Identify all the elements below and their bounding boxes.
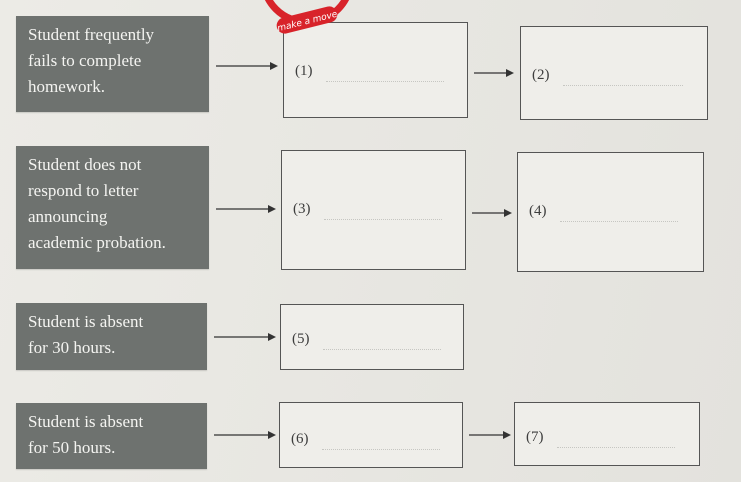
arrow-icon (214, 431, 276, 439)
blank-number: (6) (291, 431, 309, 447)
cause-text-line: Student frequently (28, 25, 155, 44)
cause-text-line: Student is absent (28, 412, 144, 431)
arrow-icon (216, 62, 278, 70)
answer-box-4[interactable]: (4) (517, 152, 704, 272)
arrow-icon (469, 431, 511, 439)
answer-box-6[interactable]: (6) (279, 402, 463, 468)
answer-line (323, 349, 441, 350)
cause-text-line: academic probation. (28, 233, 166, 252)
cause-text-line: Student does not (28, 155, 142, 174)
cause-box-absent-50: Student is absent for 50 hours. (16, 403, 207, 469)
answer-line (322, 449, 440, 450)
answer-box-3[interactable]: (3) (281, 150, 466, 270)
answer-line (326, 81, 444, 82)
answer-box-7[interactable]: (7) (514, 402, 700, 466)
answer-line (324, 219, 442, 220)
arrow-icon (216, 205, 276, 213)
cause-text-line: fails to complete (28, 51, 142, 70)
answer-box-1[interactable]: (1) (283, 22, 468, 118)
make-a-move-logo: make a move (264, 0, 350, 34)
cause-text-line: for 30 hours. (28, 338, 116, 357)
cause-box-probation: Student does not respond to letter annou… (16, 146, 209, 269)
cause-text-line: respond to letter (28, 181, 139, 200)
blank-number: (7) (526, 429, 544, 445)
cause-text-line: for 50 hours. (28, 438, 116, 457)
answer-box-2[interactable]: (2) (520, 26, 708, 120)
blank-number: (2) (532, 67, 550, 83)
cause-text-line: announcing (28, 207, 108, 226)
blank-number: (3) (293, 201, 311, 217)
blank-number: (4) (529, 203, 547, 219)
answer-line (560, 221, 678, 222)
cause-box-homework: Student frequently fails to complete hom… (16, 16, 209, 112)
arrow-icon (472, 209, 512, 217)
cause-text-line: Student is absent (28, 312, 144, 331)
arrow-icon (214, 333, 276, 341)
answer-box-5[interactable]: (5) (280, 304, 464, 370)
answer-line (557, 447, 675, 448)
arrow-icon (474, 69, 514, 77)
blank-number: (5) (292, 331, 310, 347)
blank-number: (1) (295, 63, 313, 79)
cause-text-line: homework. (28, 77, 105, 96)
cause-box-absent-30: Student is absent for 30 hours. (16, 303, 207, 370)
answer-line (563, 85, 683, 86)
